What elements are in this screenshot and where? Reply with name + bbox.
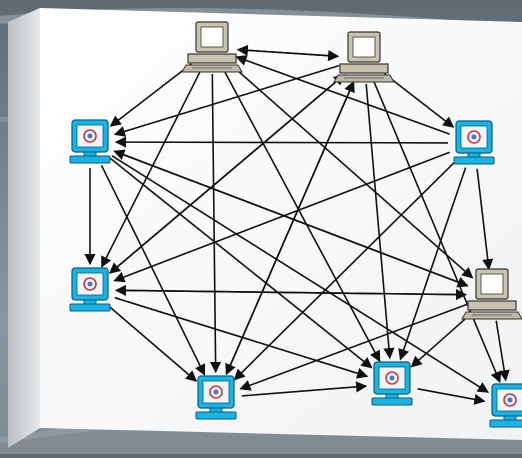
node-monitor-right-1-monitor-icon (453, 120, 495, 165)
edge-desktop-right-2-to-monitor-bottom-3 (495, 320, 510, 382)
whiteboard-side (8, 8, 40, 448)
edge-desktop-top-right-to-monitor-bottom-2 (365, 83, 395, 360)
edge-monitor-bottom-1-to-monitor-bottom-2 (241, 381, 368, 397)
edge-monitor-left-1-to-monitor-bottom-3 (111, 155, 489, 393)
edge-monitor-right-1-to-desktop-right-2 (476, 168, 494, 271)
node-monitor-bottom-3-monitor-icon (489, 383, 522, 428)
edge-monitor-left-2-to-monitor-bottom-1 (109, 306, 198, 382)
edge-desktop-right-2-to-monitor-left-2 (114, 284, 467, 297)
edge-desktop-top-left-to-monitor-bottom-2 (223, 70, 381, 363)
node-monitor-bottom-1-monitor-icon (195, 375, 237, 420)
edge-monitor-right-1-to-monitor-bottom-2 (398, 167, 467, 361)
edge-monitor-bottom-2-to-monitor-bottom-3 (417, 388, 486, 405)
edges-layer (84, 44, 510, 405)
edge-desktop-top-right-to-monitor-bottom-3 (373, 81, 502, 384)
edge-desktop-top-right-to-monitor-left-1 (113, 64, 340, 137)
edge-monitor-right-1-to-monitor-left-2 (113, 151, 450, 283)
edge-monitor-bottom-1-to-desktop-top-right (225, 80, 355, 375)
nodes-layer (69, 21, 522, 428)
edge-desktop-top-left-to-monitor-left-1 (109, 63, 192, 127)
node-monitor-left-2-monitor-icon (69, 267, 111, 312)
edge-monitor-right-1-to-monitor-left-1 (114, 136, 449, 148)
edge-desktop-right-2-to-monitor-bottom-1 (239, 303, 468, 391)
edge-desktop-top-left-to-monitor-left-2 (100, 70, 202, 268)
edge-monitor-left-2-to-monitor-bottom-2 (114, 296, 369, 379)
edge-desktop-top-left-to-monitor-bottom-1 (209, 73, 222, 374)
node-desktop-top-left-desktop-icon (181, 21, 243, 73)
edge-desktop-right-2-to-monitor-left-1 (113, 149, 468, 287)
edge-monitor-left-1-to-monitor-bottom-1 (100, 164, 206, 376)
edge-monitor-right-1-to-monitor-bottom-1 (233, 160, 457, 381)
edge-desktop-top-right-to-desktop-top-left (236, 44, 339, 58)
node-desktop-right-2-desktop-icon (461, 268, 522, 320)
edge-monitor-left-1-to-monitor-bottom-2 (109, 157, 373, 369)
edge-monitor-left-2-to-desktop-top-right (109, 74, 346, 274)
node-desktop-top-right-desktop-icon (333, 31, 395, 83)
edge-desktop-top-right-to-monitor-right-1 (384, 73, 455, 128)
edge-monitor-right-1-to-desktop-top-left (235, 55, 450, 135)
node-monitor-bottom-2-monitor-icon (371, 361, 413, 406)
edge-desktop-top-left-to-desktop-right-2 (230, 64, 474, 279)
node-monitor-left-1-monitor-icon (69, 119, 111, 164)
edge-desktop-right-2-to-monitor-bottom-2 (410, 311, 474, 368)
